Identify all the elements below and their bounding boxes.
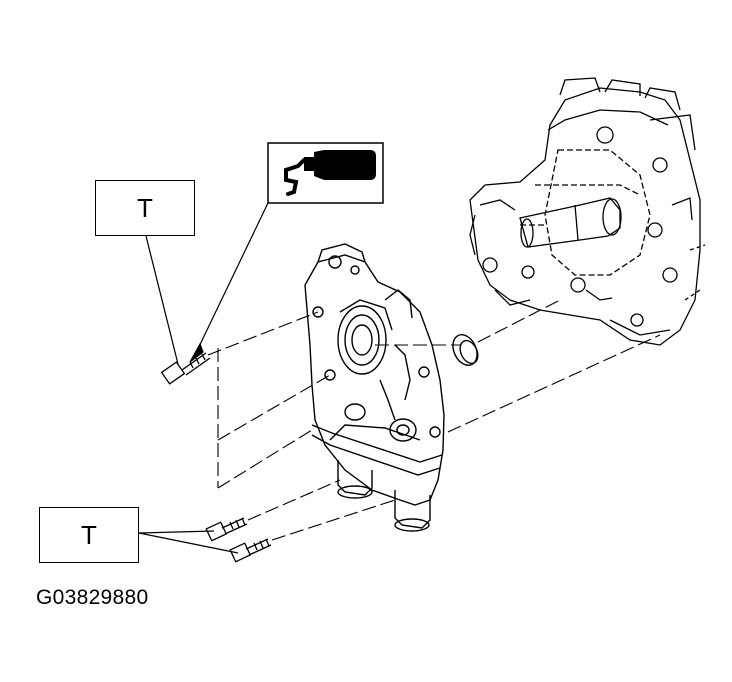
alignment-lines bbox=[207, 299, 661, 541]
oil-pump-housing bbox=[304, 243, 445, 532]
oil-seal bbox=[452, 334, 479, 366]
engine-block bbox=[469, 77, 706, 346]
figure-id: G03829880 bbox=[36, 586, 149, 609]
liquid-gasket-sealant-icon bbox=[267, 142, 384, 204]
torque-label-bottom: T bbox=[81, 519, 97, 550]
torque-callout-bottom: T bbox=[39, 507, 139, 563]
bolt-lower-2 bbox=[229, 538, 272, 563]
callout-leaders bbox=[138, 202, 269, 554]
bolt-lower-1 bbox=[205, 517, 248, 542]
torque-label-top: T bbox=[137, 192, 153, 223]
bolt-upper bbox=[160, 352, 211, 385]
torque-callout-top: T bbox=[95, 180, 195, 236]
